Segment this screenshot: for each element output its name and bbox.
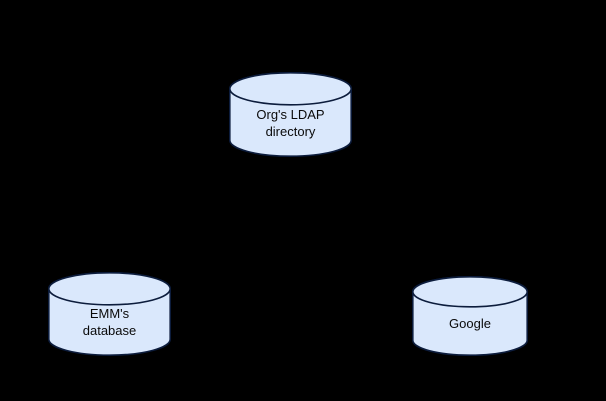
database-node-emm[interactable]: EMM's database bbox=[47, 271, 172, 356]
database-node-google[interactable]: Google bbox=[411, 276, 529, 356]
database-cylinder-icon bbox=[411, 276, 529, 356]
database-cylinder-icon bbox=[47, 271, 172, 356]
database-node-ldap[interactable]: Org's LDAP directory bbox=[228, 71, 353, 157]
database-cylinder-icon bbox=[228, 71, 353, 157]
